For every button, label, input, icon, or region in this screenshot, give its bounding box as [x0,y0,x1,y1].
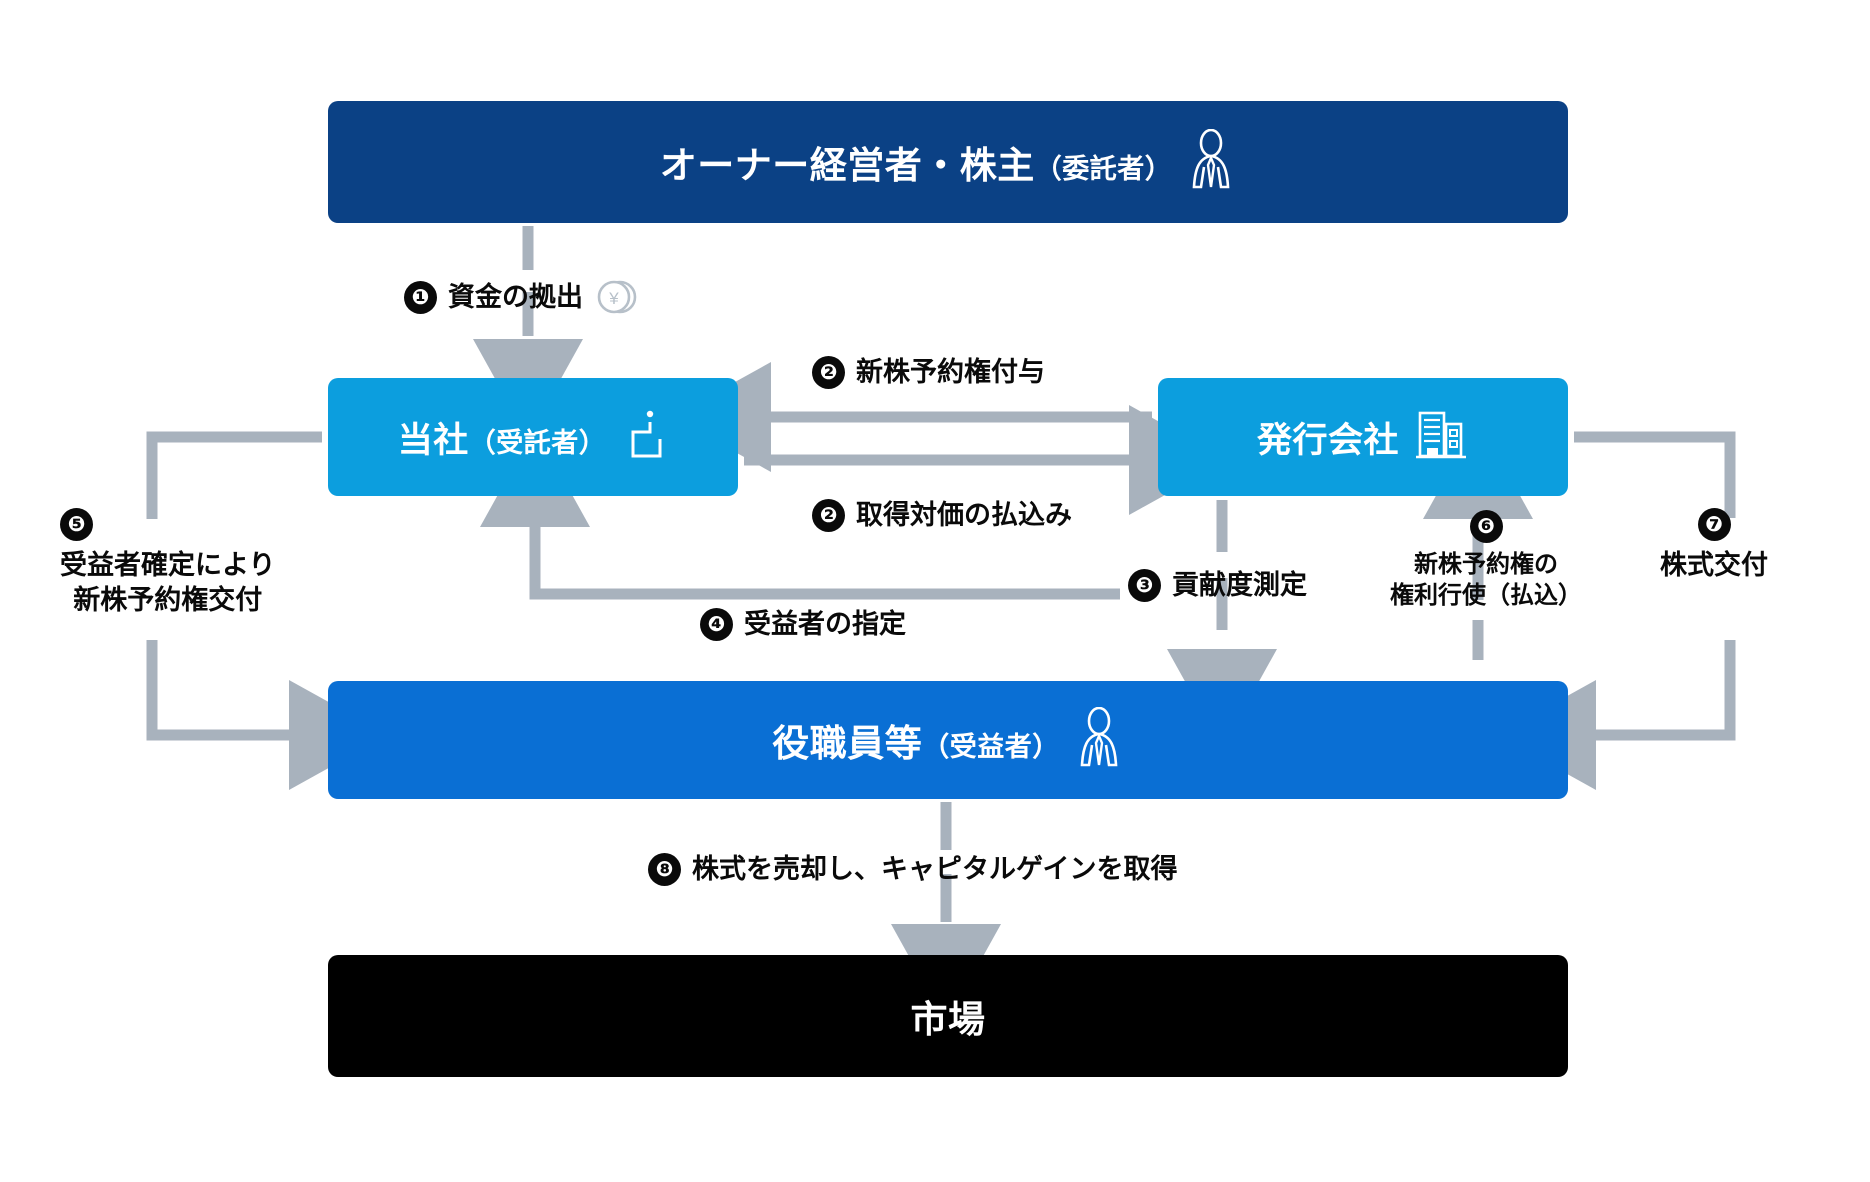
person-icon [1186,128,1236,196]
node-market-main: 市場 [910,999,986,1040]
node-owner-sub: （委託者） [1034,154,1173,184]
trust-box-icon [620,406,668,469]
step-badge-5: ❺ [60,508,93,541]
step-text-5-line1: 受益者確定により [60,550,276,580]
svg-text:¥: ¥ [608,289,619,308]
person-icon [1074,706,1124,774]
step-badge-8: ❽ [648,852,681,886]
node-trustee-text: 当社 （受託者） [398,412,607,463]
building-icon [1413,407,1469,468]
step-label-8: ❽ 株式を売却し、キャピタルゲインを取得 [648,852,1177,887]
step-label-6: ❻ 新株予約権の 権利行使（払込） [1390,510,1582,611]
node-owner-main: オーナー経営者・株主 [659,145,1035,186]
node-employee[interactable]: 役職員等 （受益者） [328,681,1568,799]
step-badge-4: ❹ [700,607,733,641]
node-trustee[interactable]: 当社 （受託者） [328,378,738,496]
step-text-7: 株式交付 [1660,550,1768,580]
step-text-8: 株式を売却し、キャピタルゲインを取得 [692,854,1178,884]
step-text-2a: 新株予約権付与 [856,357,1045,387]
step-text-2b: 取得対価の払込み [856,500,1072,530]
step-text-4: 受益者の指定 [744,609,906,639]
step-label-2a: ❷ 新株予約権付与 [812,355,1045,390]
step-label-5: ❺ 受益者確定により 新株予約権交付 [60,508,275,617]
step-text-5-line2: 新株予約権交付 [73,584,263,615]
node-issuer[interactable]: 発行会社 [1158,378,1568,496]
step-label-7: ❼ 株式交付 [1660,508,1768,583]
node-employee-sub: （受益者） [922,732,1060,762]
step-text-6-line2: 権利行使（払込） [1390,581,1582,609]
node-owner[interactable]: オーナー経営者・株主 （委託者） [328,101,1568,223]
node-trustee-sub: （受託者） [468,427,607,458]
step-text-5: 受益者確定により 新株予約権交付 [60,548,275,617]
step-text-1: 資金の拠出 [448,281,583,312]
node-owner-text: オーナー経営者・株主 （委託者） [660,135,1173,189]
yen-coin-icon: ¥ [594,274,640,320]
node-issuer-main: 発行会社 [1256,420,1399,460]
node-issuer-text: 発行会社 [1257,412,1399,463]
step-badge-1: ❶ [404,280,437,314]
step-label-3: ❸ 貢献度測定 [1128,568,1307,603]
node-trustee-main: 当社 [397,420,469,460]
step-label-1: ❶ 資金の拠出 ¥ [404,274,640,320]
step-text-3: 貢献度測定 [1172,570,1307,600]
step-badge-2a: ❷ [812,355,845,389]
step-label-4: ❹ 受益者の指定 [700,607,906,642]
arrow-step-5 [146,431,388,790]
node-employee-main: 役職員等 [772,723,923,764]
step-badge-6: ❻ [1469,510,1503,543]
arrow-step-4 [480,428,1120,600]
step-label-2b: ❷ 取得対価の払込み [812,498,1072,533]
arrow-step-7 [1497,431,1736,790]
step-badge-2b: ❷ [812,498,845,532]
step-badge-7: ❼ [1697,508,1731,541]
step-text-6: 新株予約権の 権利行使（払込） [1390,550,1582,611]
step-badge-3: ❸ [1128,568,1161,602]
node-employee-text: 役職員等 （受益者） [772,713,1060,767]
step-text-6-line1: 新株予約権の [1414,551,1558,578]
node-market[interactable]: 市場 [328,955,1568,1077]
